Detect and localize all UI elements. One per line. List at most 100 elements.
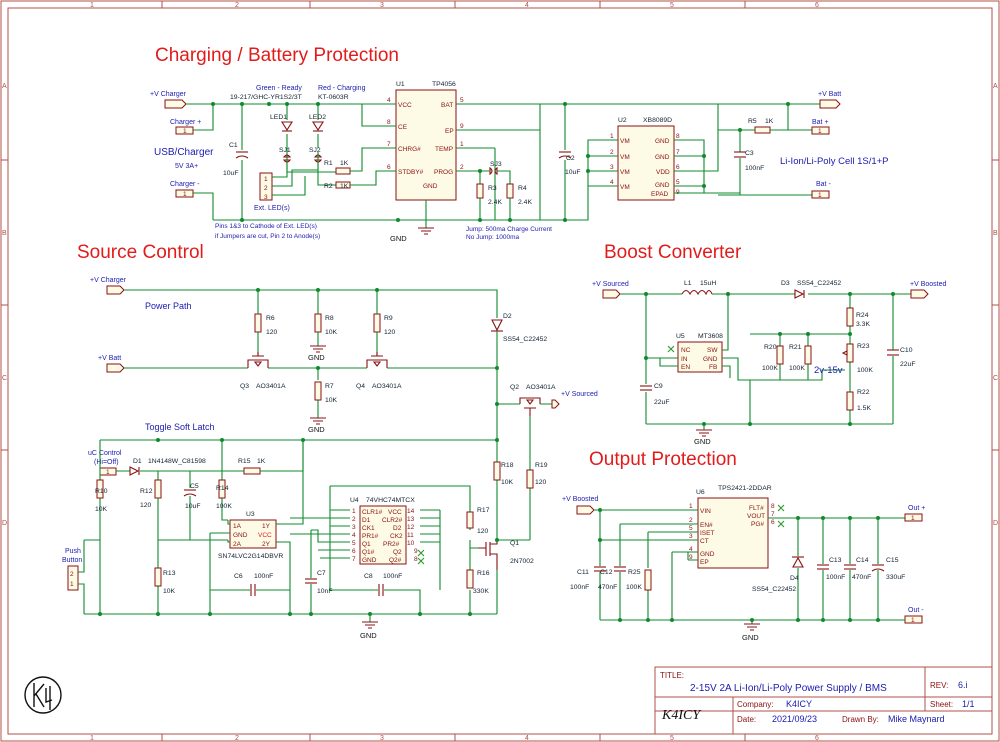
r2-value: 1K <box>340 183 349 190</box>
sj1-ref: SJ1 <box>279 147 291 154</box>
source-control-section: +V Charger Power Path R6 120 R8 10K R9 1… <box>62 277 598 640</box>
r9-resistor <box>373 313 381 333</box>
r6-resistor <box>254 313 262 333</box>
u2-pin-epad: EPAD <box>651 191 669 198</box>
d1-diode <box>129 466 140 476</box>
usb-charger-label: USB/Charger <box>154 147 214 158</box>
svg-text:K4ICY: K4ICY <box>661 708 702 723</box>
date-value: 2021/09/23 <box>772 714 817 724</box>
drawn-by-label: Drawn By: <box>842 715 879 724</box>
gnd-label-boost: GND <box>694 437 711 446</box>
v-charger-port-source <box>106 285 125 295</box>
svg-text:1: 1 <box>689 503 693 510</box>
u3-value: SN74LVC2G14DBVR <box>218 553 283 560</box>
r14-ref: R14 <box>216 485 229 492</box>
led1-ref: LED1 <box>270 114 287 121</box>
output-section: +V Boosted U6 TPS2421-2DDAR VIN EN# ISET… <box>562 485 925 642</box>
r4-value: 2.4K <box>518 199 532 206</box>
r21-value: 100K <box>789 365 805 372</box>
usb-spec-label: 5V 3A+ <box>175 163 198 170</box>
r8-resistor <box>314 313 322 333</box>
u1-pin-stdby: STDBY# <box>398 169 424 176</box>
u4-pin-q2: Q2 <box>393 549 402 556</box>
c1-value: 10uF <box>223 170 239 177</box>
frame-row-b-right: B <box>993 230 998 237</box>
c11-value: 100nF <box>570 584 589 591</box>
u2-value: XB8089D <box>643 117 672 124</box>
u3-pin-vcc: VCC <box>258 532 272 539</box>
r6-ref: R6 <box>266 315 275 322</box>
c2-value: 10uF <box>565 169 581 176</box>
r20-value: 100K <box>762 365 778 372</box>
k4icy-logo <box>24 676 62 714</box>
u6-pin-ep: EP <box>700 559 709 566</box>
r9-value: 120 <box>384 329 396 336</box>
r15-value: 1K <box>257 458 266 465</box>
d1-ref: D1 <box>133 458 142 465</box>
pins-note-1: Pins 1&3 to Cathode of Ext. LED(s) <box>215 223 317 230</box>
r5-value: 1K <box>765 118 774 125</box>
u4-pin-d2: D2 <box>393 525 402 532</box>
c7-ref: C7 <box>317 570 326 577</box>
v-sourced-port-boost <box>602 289 621 299</box>
drawn-by-value: Mike Maynard <box>888 714 945 724</box>
svg-text:4: 4 <box>610 179 614 186</box>
svg-text:4: 4 <box>352 532 356 539</box>
svg-text:4: 4 <box>689 546 693 553</box>
r25-value: 100K <box>626 584 642 591</box>
date-label: Date: <box>737 715 756 724</box>
u5-pin-in: IN <box>681 356 688 363</box>
r13-ref: R13 <box>163 570 176 577</box>
led2-ref: LED2 <box>309 114 326 121</box>
r14-value: 100K <box>216 503 232 510</box>
u4-pin-clr2: CLR2# <box>382 517 403 524</box>
svg-text:7: 7 <box>676 149 680 156</box>
u2-pin-vm3: VM <box>620 169 630 176</box>
r18-value: 10K <box>501 479 514 486</box>
d4-value: SS54_C22452 <box>752 586 796 593</box>
cell-label: Li-Ion/Li-Poly Cell 1S/1+P <box>780 156 889 167</box>
c6-ref: C6 <box>234 573 243 580</box>
svg-text:12: 12 <box>407 524 415 531</box>
d3-diode <box>794 289 805 299</box>
svg-text:2: 2 <box>610 149 614 156</box>
r18-ref: R18 <box>501 462 514 469</box>
frame-col-2-bottom: 2 <box>235 735 239 742</box>
u4-pin-ck1: CK1 <box>362 525 375 532</box>
u6-pin-vin: VIN <box>700 508 711 515</box>
bat-plus-connector <box>811 126 830 135</box>
svg-text:1: 1 <box>264 176 268 183</box>
v-sourced-label-boost: +V Sourced <box>592 281 629 288</box>
u4-pin-vcc: VCC <box>388 509 402 516</box>
c9-ref: C9 <box>654 383 663 390</box>
u1-pin-prog: PROG <box>434 169 453 176</box>
u6-pin-en: EN# <box>700 522 713 529</box>
r13-resistor <box>154 567 162 587</box>
r20-ref: R20 <box>764 344 777 351</box>
svg-text:5: 5 <box>460 97 464 104</box>
u2-pin-gnd7: GND <box>655 154 670 161</box>
v-boosted-label-output: +V Boosted <box>562 496 598 503</box>
frame-col-5-bottom: 5 <box>670 735 674 742</box>
u6-pin-flt: FLT# <box>749 505 764 512</box>
title-value: 2-15V 2A Li-Ion/Li-Poly Power Supply / B… <box>690 683 887 694</box>
q4-ref: Q4 <box>356 383 365 390</box>
svg-text:13: 13 <box>407 516 415 523</box>
q2-ref: Q2 <box>510 384 519 391</box>
r4-resistor <box>506 183 514 199</box>
svg-text:5: 5 <box>352 540 356 547</box>
u4-pin-d1: D1 <box>362 517 371 524</box>
r7-ref: R7 <box>325 383 334 390</box>
u5-mt3608 <box>677 341 723 373</box>
r22-ref: R22 <box>857 389 870 396</box>
r5-ref: R5 <box>748 118 757 125</box>
d1-value: 1N4148W_C81598 <box>148 458 206 465</box>
charger-minus-label: Charger - <box>170 181 200 188</box>
u2-pin-gnd5: GND <box>655 182 670 189</box>
push-label: Push <box>65 548 81 555</box>
svg-text:14: 14 <box>407 508 415 515</box>
c6-value: 100nF <box>254 573 273 580</box>
c8-ref: C8 <box>364 573 373 580</box>
svg-text:8: 8 <box>676 133 680 140</box>
